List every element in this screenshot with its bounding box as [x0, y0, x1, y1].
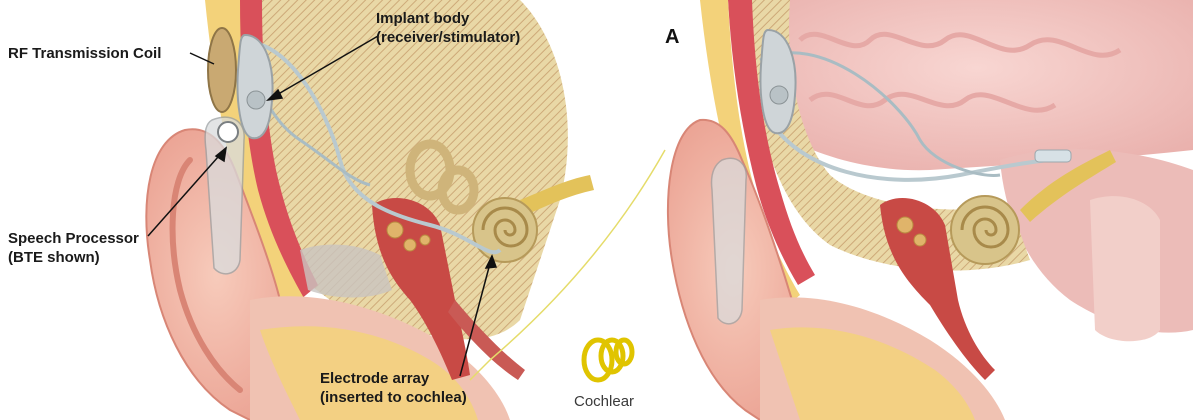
electrode-array-label-line1: Electrode array: [320, 370, 429, 387]
cochlea: [473, 198, 537, 262]
electrode-array-label-line2: (inserted to cochlea): [320, 389, 467, 406]
brainstem: [1090, 196, 1160, 341]
speech-processor-label-line2: (BTE shown): [8, 249, 100, 266]
speech-processor-label-line1: Speech Processor: [8, 230, 139, 247]
rf-coil-label: RF Transmission Coil: [8, 44, 161, 63]
left-ear-cross-section: [146, 0, 594, 420]
brainstem-electrode-paddle: [1035, 150, 1071, 162]
right-head-cross-section: [668, 0, 1193, 420]
cochlear-logo-text: Cochlear: [574, 393, 634, 410]
implant-body-label-line1: Implant body: [376, 10, 469, 27]
cochlear-logo-icon: [584, 340, 632, 380]
speech-processor-label: Speech Processor (BTE shown): [8, 229, 139, 267]
implant-body-label-line2: (receiver/stimulator): [376, 29, 520, 46]
implant-body-label: Implant body (receiver/stimulator): [376, 9, 520, 47]
cochlea-right: [951, 196, 1019, 264]
speech-processor-right: [711, 158, 746, 323]
panel-label: A: [665, 26, 679, 49]
electrode-array-label: Electrode array (inserted to cochlea): [320, 369, 467, 407]
brain-cerebrum: [760, 0, 1193, 170]
rf-transmission-coil: [208, 28, 236, 112]
